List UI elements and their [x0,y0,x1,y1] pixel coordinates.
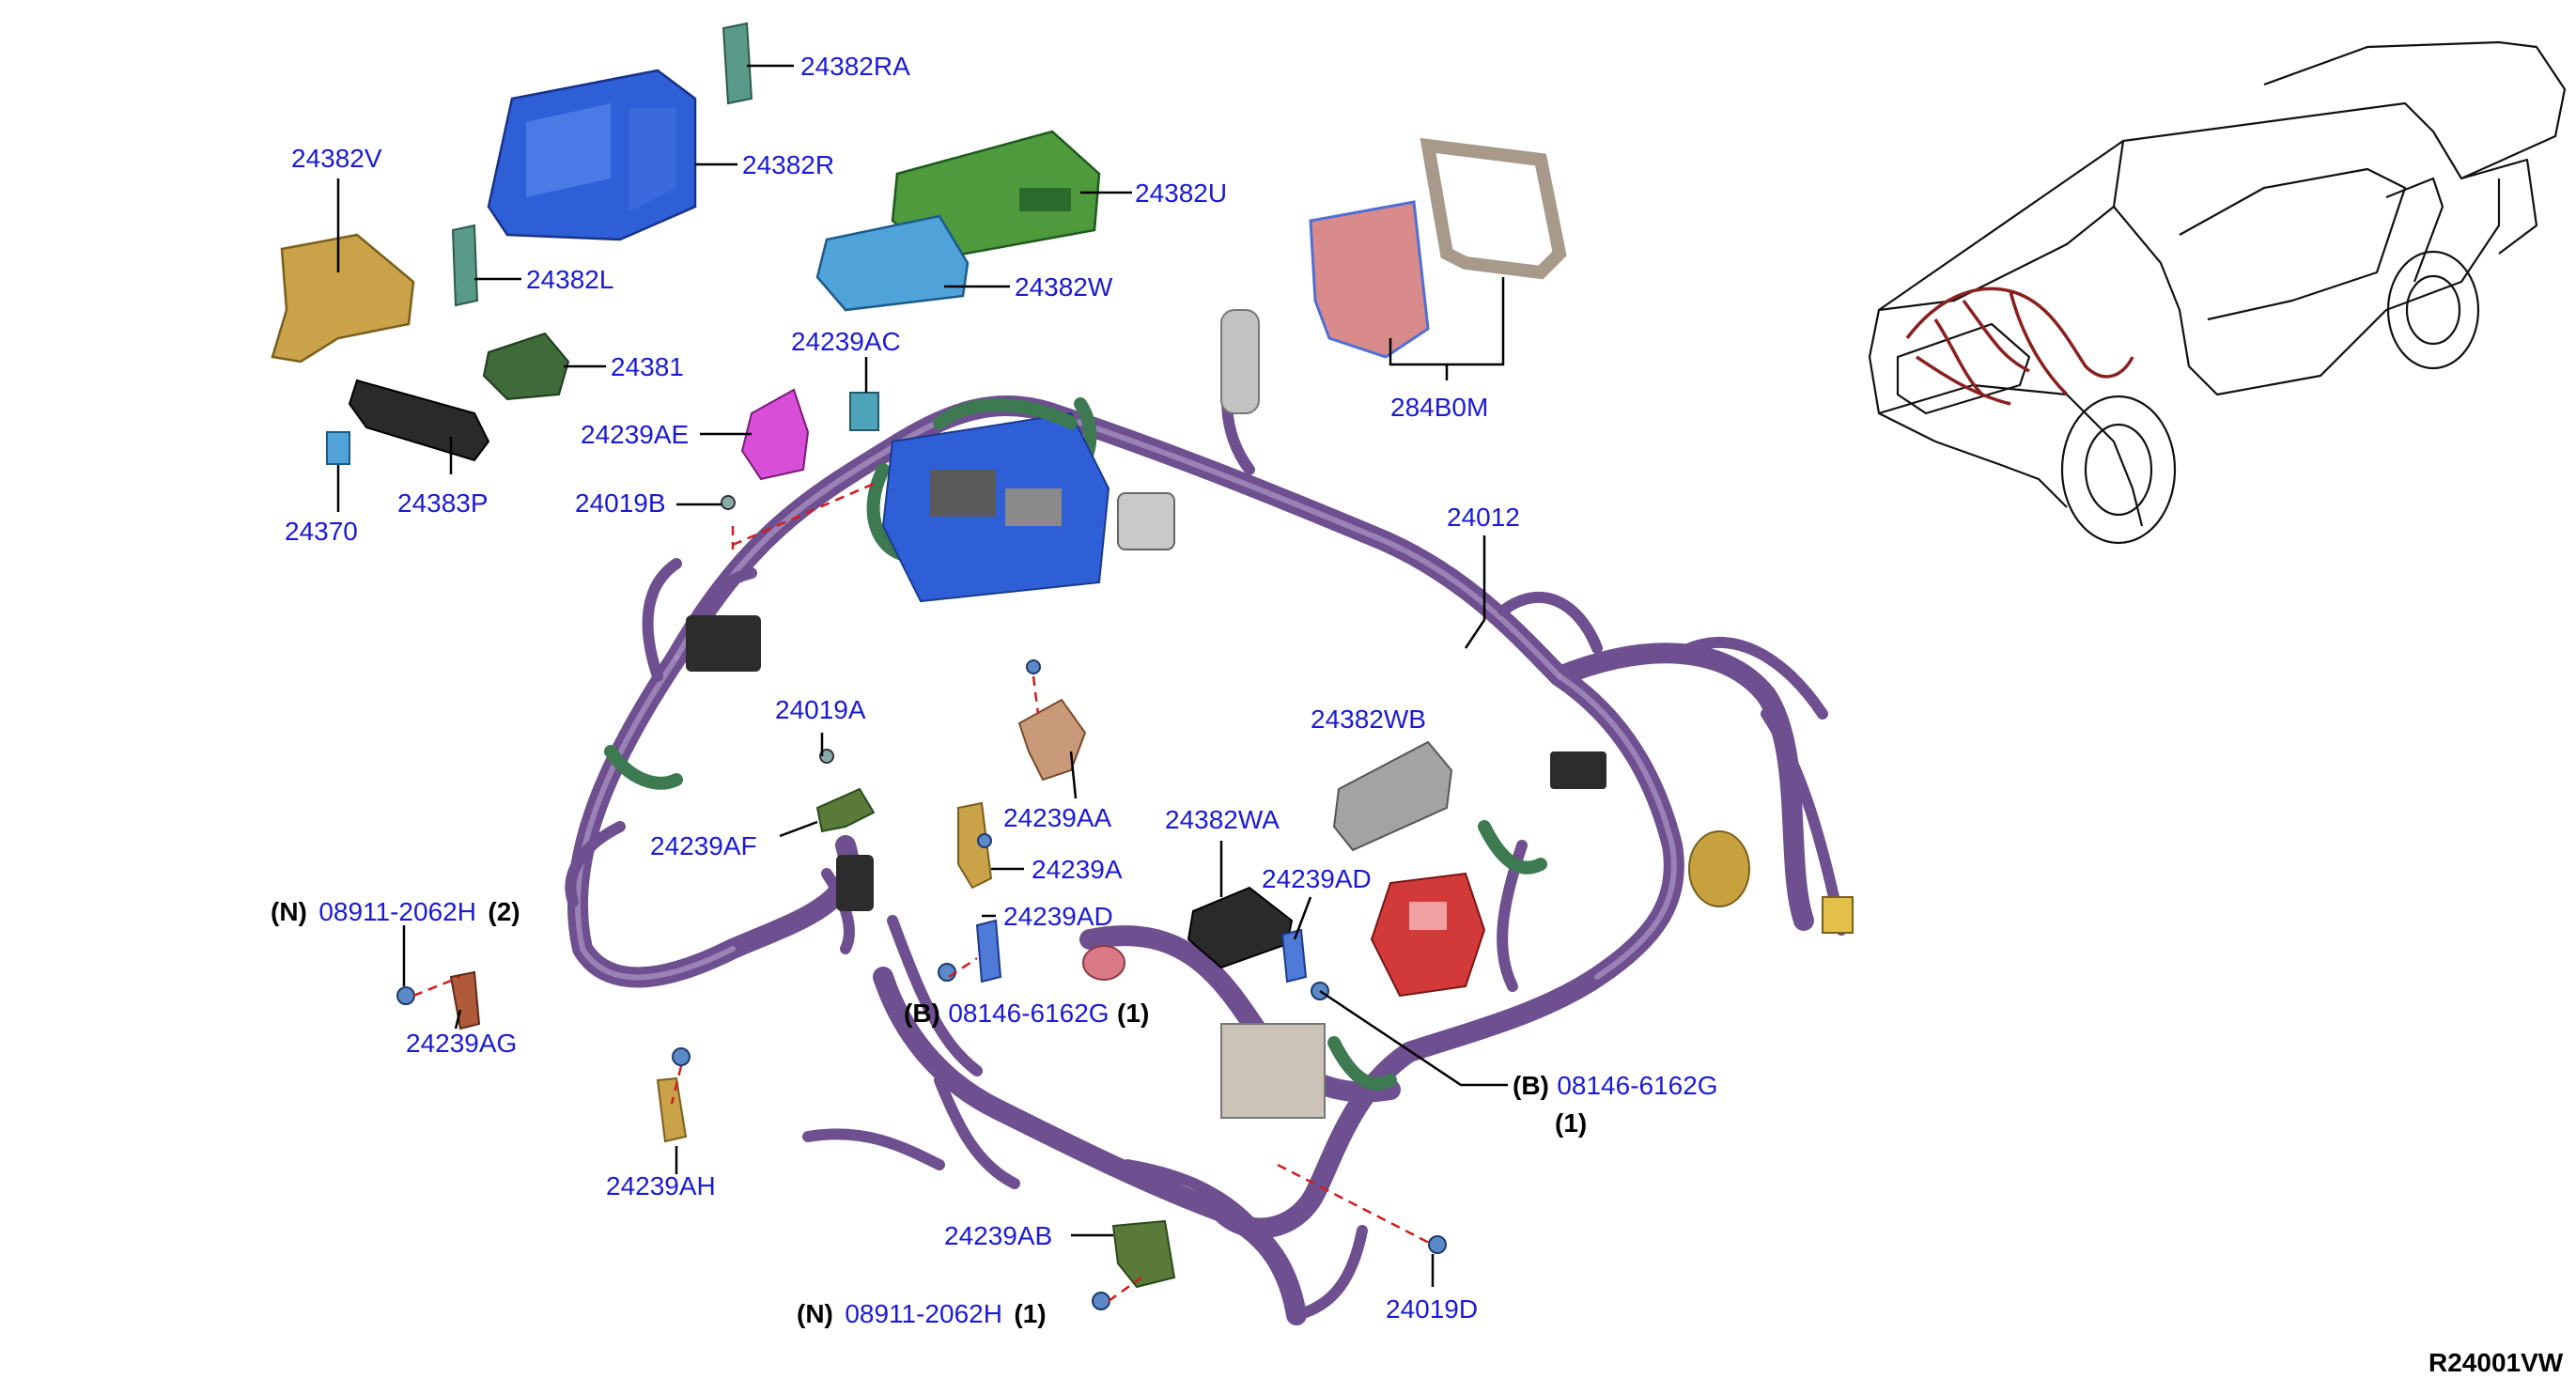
component-24382W [815,214,970,312]
fastener-prefix: (N) [797,1299,833,1328]
fastener-label-1: (N) 08911-2062H (2) [271,897,520,926]
label-24239AD-right: 24239AD [1262,864,1372,893]
component-24381 [482,332,570,401]
component-24382RA [722,22,753,105]
fastener-partno: 08911-2062H [845,1299,1002,1328]
diagram-code: R24001VW [2429,1348,2564,1377]
label-24019D: 24019D [1386,1294,1478,1324]
component-24239AC [849,392,879,431]
label-24382W: 24382W [1015,272,1113,302]
part-labels: 24382RA 24382R 24382V 24382U 24382L 2438… [285,52,1520,1324]
label-24239A: 24239A [1032,855,1123,884]
fuse-block [1370,872,1486,998]
label-24019B: 24019B [575,488,666,518]
fastener-labels: (N) 08911-2062H (2) (B) 08146-6162G (1) … [271,897,1718,1328]
label-24239AC: 24239AC [791,327,901,356]
fastener-prefix: (B) [904,999,940,1028]
label-24383P: 24383P [397,488,489,518]
label-24019A: 24019A [775,695,866,724]
component-24239AF [815,787,876,833]
component-24239AD-center [975,919,1002,984]
fastener-label-3: (B) 08146-6162G [1513,1071,1718,1100]
label-24382RA: 24382RA [800,52,910,81]
component-24370 [326,431,350,465]
component-24239A [957,801,993,890]
component-24382WB [1332,740,1453,852]
component-24019B [721,495,736,510]
label-24239AA: 24239AA [1003,803,1112,832]
label-24382WA: 24382WA [1165,805,1280,834]
fastener-label-4: (N) 08911-2062H (1) [797,1299,1047,1328]
relay-box-assembly [881,398,1110,603]
label-24382R: 24382R [742,150,834,179]
dashed-connections [412,482,1434,1303]
label-24239AG: 24239AG [406,1029,517,1058]
component-24382V [271,233,415,364]
fastener-partno: 08911-2062H [318,897,476,926]
fastener-bolts [396,659,1447,1310]
label-24382V: 24382V [291,144,382,173]
component-24382R [487,69,697,241]
component-24239AH [656,1076,688,1143]
fastener-prefix: (N) [271,897,307,926]
fastener-qty: (1) [1014,1299,1046,1328]
label-24382U: 24382U [1135,178,1227,208]
component-284B0M [1309,137,1567,359]
label-24012: 24012 [1447,503,1520,532]
label-24382L: 24382L [526,265,613,294]
component-24239AE [740,388,810,481]
fastener-qty: (2) [488,897,520,926]
component-24383P [348,379,490,462]
component-24239AG [449,970,481,1030]
component-24239AB [1111,1219,1176,1289]
fastener-qty: (1) [1117,999,1149,1028]
fastener-prefix: (B) [1513,1071,1549,1100]
label-24239AB: 24239AB [944,1221,1052,1250]
label-24382WB: 24382WB [1311,705,1426,734]
fastener-partno: 08146-6162G [948,999,1109,1028]
component-24239AA [1017,698,1087,782]
fastener-partno: 08146-6162G [1557,1071,1717,1100]
label-24239AE: 24239AE [581,420,689,449]
component-24239AD-right [1280,928,1308,984]
component-24382L [451,224,479,307]
fastener-label-2: (B) 08146-6162G (1) [904,999,1149,1028]
label-24239AH: 24239AH [606,1171,716,1200]
leader-lines [336,64,1508,1287]
label-24239AF: 24239AF [650,831,757,860]
label-24381: 24381 [611,352,684,381]
label-284B0M: 284B0M [1390,393,1488,422]
fastener-qty-3: (1) [1555,1108,1587,1138]
truck-illustration [1868,40,2567,545]
main-harness [565,309,1854,1325]
label-24239AD-center: 24239AD [1003,902,1113,931]
label-24370: 24370 [285,517,358,546]
